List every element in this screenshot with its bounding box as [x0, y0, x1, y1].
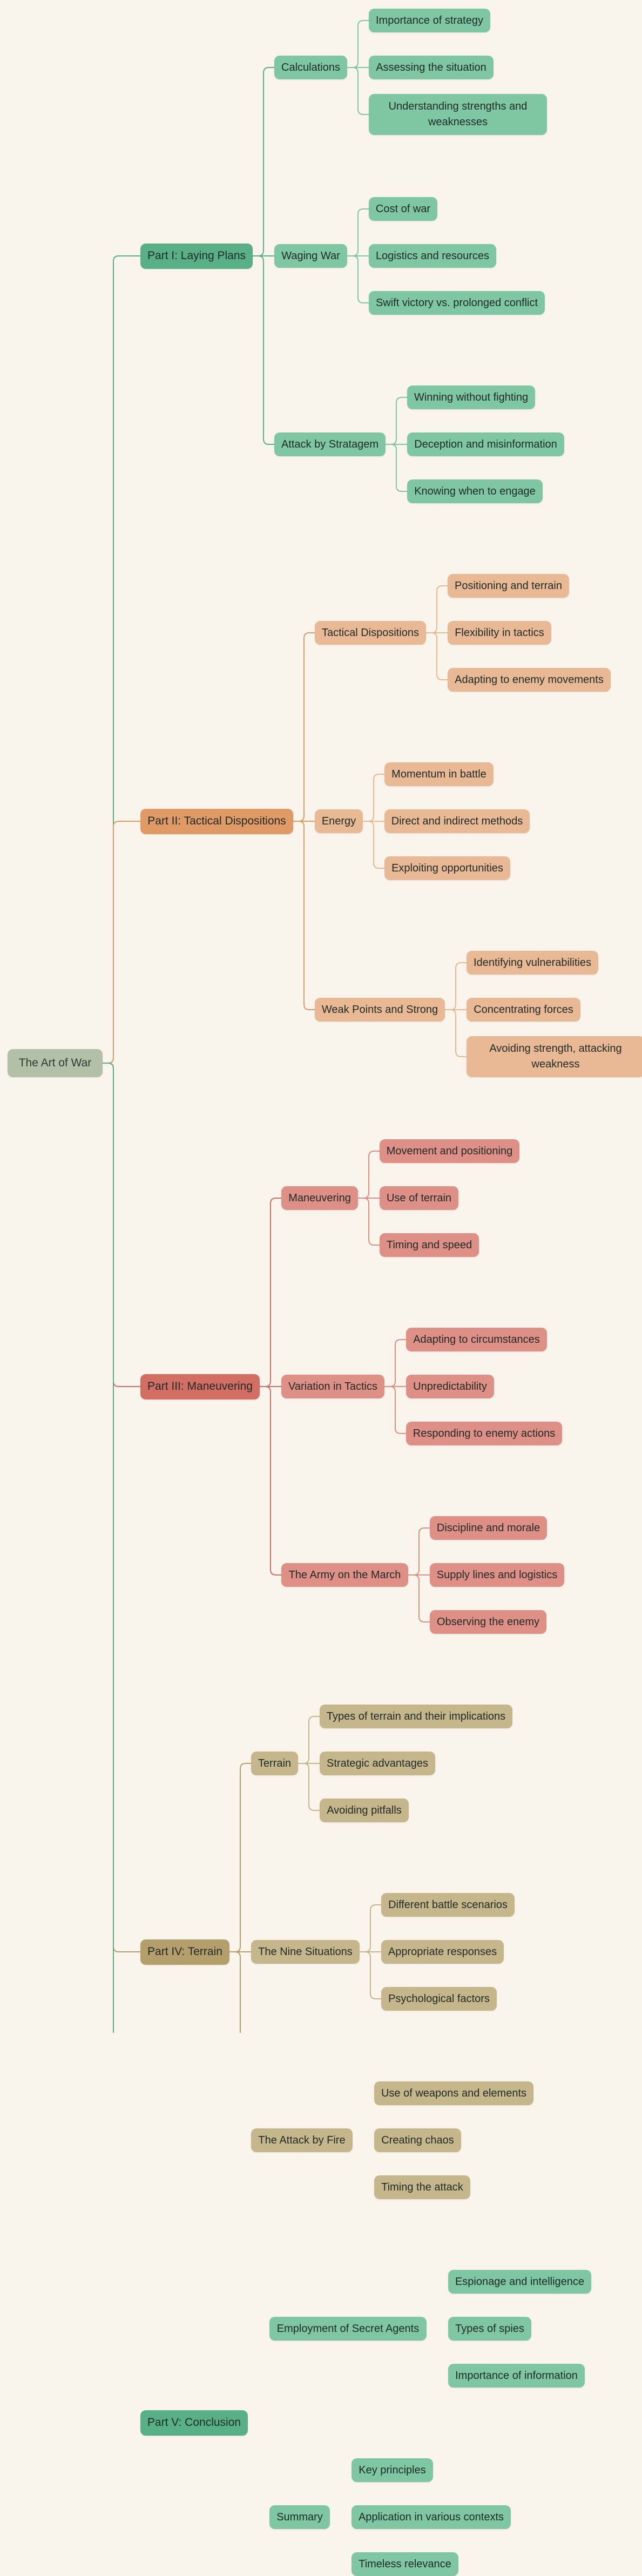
edge-the-nine-situations-0	[360, 1904, 381, 1952]
leaf-types-of-terrain-and-their-implications[interactable]: Types of terrain and their implications	[320, 1705, 512, 1728]
leaf-observing-the-enemy[interactable]: Observing the enemy	[430, 1610, 546, 1634]
leaf-winning-without-fighting[interactable]: Winning without fighting	[407, 386, 535, 409]
leaf-creating-chaos[interactable]: Creating chaos	[374, 2128, 461, 2152]
leaf-positioning-and-terrain[interactable]: Positioning and terrain	[448, 574, 569, 598]
part-3[interactable]: Part III: Maneuvering	[140, 1374, 260, 1399]
edge-part-3-0	[260, 1198, 281, 1387]
leaf-logistics-and-resources[interactable]: Logistics and resources	[369, 244, 496, 268]
leaf-espionage-and-intelligence[interactable]: Espionage and intelligence	[448, 2270, 591, 2294]
subtopic-employment-of-secret-agents[interactable]: Employment of Secret Agents	[269, 2317, 427, 2341]
root-node[interactable]: The Art of War	[8, 1049, 103, 1077]
leaf-deception-and-misinformation[interactable]: Deception and misinformation	[407, 432, 564, 456]
leaf-timeless-relevance[interactable]: Timeless relevance	[352, 2552, 458, 2576]
subtopic-attack-by-stratagem[interactable]: Attack by Stratagem	[274, 432, 386, 456]
edge-maneuvering-0	[358, 1151, 380, 1199]
subtopic-variation-in-tactics[interactable]: Variation in Tactics	[281, 1375, 384, 1398]
leaf-use-of-terrain[interactable]: Use of terrain	[380, 1186, 458, 1210]
leaf-concentrating-forces[interactable]: Concentrating forces	[467, 998, 580, 1022]
leaf-knowing-when-to-engage[interactable]: Knowing when to engage	[407, 479, 543, 503]
leaf-timing-and-speed[interactable]: Timing and speed	[380, 1233, 479, 1257]
edge-part-2-2	[293, 821, 315, 1010]
edge-root-part-1	[103, 255, 140, 1064]
subtopic-calculations[interactable]: Calculations	[274, 56, 347, 79]
leaf-identifying-vulnerabilities[interactable]: Identifying vulnerabilities	[467, 951, 598, 975]
subtopic-tactical-dispositions[interactable]: Tactical Dispositions	[315, 621, 426, 645]
leaf-exploiting-opportunities[interactable]: Exploiting opportunities	[384, 856, 510, 880]
leaf-application-in-various-contexts[interactable]: Application in various contexts	[352, 2505, 511, 2529]
edge-part-2-0	[293, 632, 315, 822]
subtopic-the-army-on-the-march[interactable]: The Army on the March	[281, 1563, 408, 1587]
leaf-psychological-factors[interactable]: Psychological factors	[381, 1987, 497, 2011]
leaf-different-battle-scenarios[interactable]: Different battle scenarios	[381, 1893, 515, 1917]
part-1[interactable]: Part I: Laying Plans	[140, 243, 253, 269]
leaf-avoiding-strength-attacking-weakness[interactable]: Avoiding strength, attacking weakness	[467, 1036, 642, 1077]
subtopic-waging-war[interactable]: Waging War	[274, 244, 347, 268]
leaf-assessing-the-situation[interactable]: Assessing the situation	[369, 56, 494, 79]
leaf-importance-of-strategy[interactable]: Importance of strategy	[369, 9, 490, 32]
part-4[interactable]: Part IV: Terrain	[140, 1939, 229, 1965]
edge-waging-war-0	[347, 208, 369, 256]
leaf-strategic-advantages[interactable]: Strategic advantages	[320, 1752, 435, 1775]
edge-root-part-3	[103, 1063, 140, 1387]
leaf-understanding-strengths-and-weaknesses[interactable]: Understanding strengths and weaknesses	[369, 94, 547, 135]
leaf-cost-of-war[interactable]: Cost of war	[369, 197, 437, 221]
edge-energy-2	[363, 821, 384, 869]
edge-part-1-2	[253, 255, 274, 445]
edge-weak-points-and-strong-0	[445, 962, 467, 1010]
subtopic-summary[interactable]: Summary	[269, 2505, 330, 2529]
leaf-timing-the-attack[interactable]: Timing the attack	[374, 2175, 470, 2199]
part-2[interactable]: Part II: Tactical Dispositions	[140, 808, 293, 834]
edge-calculations-2	[347, 67, 369, 115]
edge-tactical-dispositions-0	[426, 585, 448, 633]
edge-part-1-0	[253, 67, 274, 256]
edge-tactical-dispositions-2	[426, 632, 448, 680]
edge-attack-by-stratagem-0	[386, 397, 407, 445]
leaf-momentum-in-battle[interactable]: Momentum in battle	[384, 762, 494, 786]
subtopic-the-attack-by-fire[interactable]: The Attack by Fire	[251, 2128, 353, 2152]
subtopic-maneuvering[interactable]: Maneuvering	[281, 1186, 358, 1210]
edge-part-4-2	[229, 1951, 241, 2033]
edge-root-part-2	[103, 821, 140, 1064]
edge-part-3-2	[260, 1386, 281, 1576]
edge-the-nine-situations-2	[360, 1951, 381, 1999]
edge-variation-in-tactics-0	[384, 1339, 406, 1387]
edge-attack-by-stratagem-2	[386, 444, 407, 492]
leaf-flexibility-in-tactics[interactable]: Flexibility in tactics	[448, 621, 551, 645]
leaf-importance-of-information[interactable]: Importance of information	[448, 2364, 585, 2388]
leaf-unpredictability[interactable]: Unpredictability	[406, 1375, 494, 1398]
leaf-avoiding-pitfalls[interactable]: Avoiding pitfalls	[320, 1799, 409, 1822]
part-5[interactable]: Part V: Conclusion	[140, 2410, 248, 2436]
edge-maneuvering-2	[358, 1198, 380, 1246]
edge-energy-0	[363, 774, 384, 822]
edge-calculations-0	[347, 20, 369, 68]
subtopic-weak-points-and-strong[interactable]: Weak Points and Strong	[315, 998, 445, 1022]
leaf-movement-and-positioning[interactable]: Movement and positioning	[380, 1139, 519, 1163]
leaf-direct-and-indirect-methods[interactable]: Direct and indirect methods	[384, 809, 530, 833]
leaf-responding-to-enemy-actions[interactable]: Responding to enemy actions	[406, 1422, 562, 1445]
edge-root-part-5	[103, 1063, 114, 2033]
leaf-swift-victory-vs-prolonged-conflict[interactable]: Swift victory vs. prolonged conflict	[369, 291, 545, 315]
subtopic-terrain[interactable]: Terrain	[251, 1752, 298, 1775]
edge-variation-in-tactics-2	[384, 1386, 406, 1434]
mindmap-edges	[103, 20, 467, 2033]
leaf-use-of-weapons-and-elements[interactable]: Use of weapons and elements	[374, 2081, 533, 2105]
leaf-key-principles[interactable]: Key principles	[352, 2458, 433, 2482]
leaf-supply-lines-and-logistics[interactable]: Supply lines and logistics	[430, 1563, 564, 1587]
edge-waging-war-2	[347, 255, 369, 303]
leaf-appropriate-responses[interactable]: Appropriate responses	[381, 1940, 504, 1964]
edge-the-army-on-the-march-2	[408, 1574, 430, 1622]
leaf-discipline-and-morale[interactable]: Discipline and morale	[430, 1516, 547, 1540]
edge-part-4-0	[229, 1763, 251, 1952]
edge-terrain-0	[298, 1716, 320, 1764]
subtopic-energy[interactable]: Energy	[315, 809, 363, 833]
edge-weak-points-and-strong-2	[445, 1009, 467, 1057]
edge-root-part-4	[103, 1063, 140, 1952]
leaf-adapting-to-circumstances[interactable]: Adapting to circumstances	[406, 1328, 547, 1351]
leaf-types-of-spies[interactable]: Types of spies	[448, 2317, 531, 2341]
subtopic-the-nine-situations[interactable]: The Nine Situations	[251, 1940, 360, 1964]
edge-terrain-2	[298, 1763, 320, 1811]
edge-the-army-on-the-march-0	[408, 1527, 430, 1576]
leaf-adapting-to-enemy-movements[interactable]: Adapting to enemy movements	[448, 668, 611, 692]
